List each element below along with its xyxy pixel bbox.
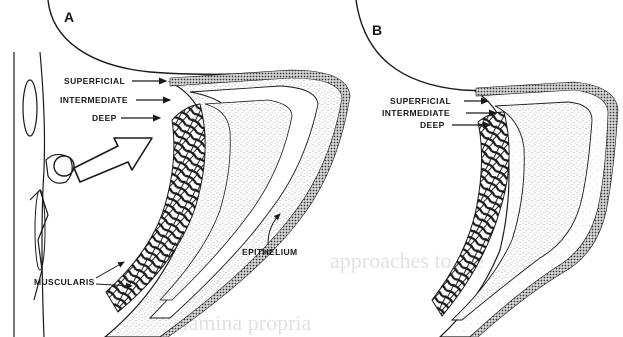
- larynx-outline-a: [14, 52, 45, 337]
- epithelium-label-a: EPITHELIUM: [242, 247, 297, 257]
- muscularis-label-a: MUSCULARIS: [34, 277, 95, 287]
- ventricle-curve-a: [48, 0, 290, 74]
- ventricle-curve-b: [356, 0, 576, 91]
- panel-b: B SUPERFICIAL INTERMEDIATE DEEP: [356, 0, 618, 337]
- intermediate-label-a: INTERMEDIATE: [60, 95, 128, 105]
- deep-label-a: DEEP: [92, 113, 117, 123]
- panel-b-letter: B: [372, 22, 382, 38]
- intermediate-label-b: INTERMEDIATE: [382, 108, 450, 118]
- superficial-label-a: SUPERFICIAL: [64, 76, 125, 86]
- panel-a-letter: A: [64, 9, 74, 25]
- panel-a: A SUPERFICIAL INTERMEDIATE DEEP EPITHELI…: [14, 0, 350, 337]
- muscularis-leader-1-a: [96, 262, 124, 278]
- superficial-label-b: SUPERFICIAL: [390, 96, 451, 106]
- magnify-circle-a: [54, 156, 74, 176]
- ventricle-ellipse-a: [23, 80, 37, 136]
- magnify-arrow-a: [74, 138, 152, 182]
- deep-label-b: DEEP: [420, 120, 445, 130]
